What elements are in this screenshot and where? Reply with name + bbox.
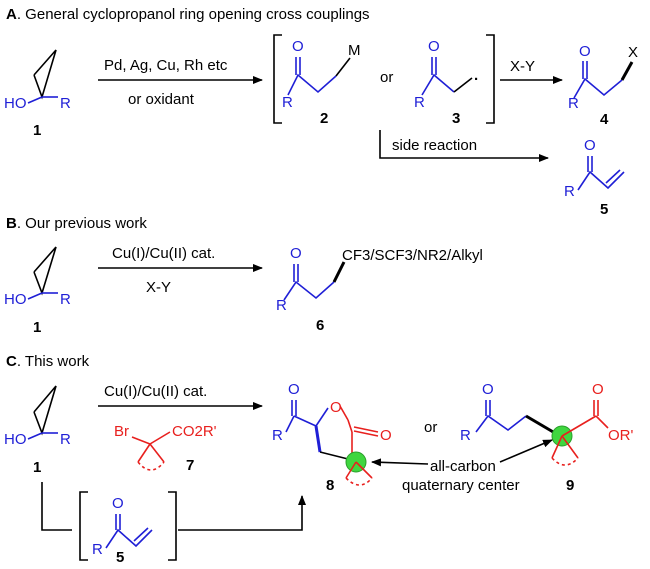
svg-text:R: R: [60, 291, 71, 308]
svg-text:R: R: [564, 183, 575, 200]
reagents-oxidant: or oxidant: [128, 91, 195, 108]
callout-arrow-right: [499, 439, 553, 463]
reagents-cu-b: Cu(I)/Cu(II) cat.: [112, 245, 215, 262]
section-c: C. This work HO R 1 Cu(I)/Cu(II) cat. Br…: [4, 353, 634, 566]
svg-text:O: O: [584, 137, 596, 154]
svg-text:O: O: [112, 495, 124, 512]
bracket-left-c: [79, 491, 88, 561]
svg-text:M: M: [348, 42, 361, 59]
bracket-right-c: [168, 491, 177, 561]
svg-text:R: R: [92, 541, 103, 558]
section-b: B. Our previous work HO R 1 Cu(I)/Cu(II)…: [4, 215, 483, 336]
or-label-c: or: [424, 419, 437, 436]
arrow-enone-to-8: [178, 495, 306, 531]
compound-number-2: 2: [320, 110, 328, 127]
compound-number-7: 7: [186, 457, 194, 474]
intermediate-2: O R M 2: [282, 38, 361, 127]
callout-all-carbon: all-carbon: [430, 458, 496, 475]
svg-text:Br: Br: [114, 423, 129, 440]
intermediate-3: O R · 3: [414, 38, 479, 127]
compound-number-6: 6: [316, 317, 324, 334]
compound-number-5: 5: [600, 201, 608, 218]
svg-text:O: O: [579, 43, 591, 60]
svg-text:O: O: [428, 38, 440, 55]
compound-number-9: 9: [566, 477, 574, 494]
svg-text:O: O: [290, 245, 302, 262]
svg-text:O: O: [292, 38, 304, 55]
cyclopropanol-1-a: HO R 1: [4, 49, 71, 139]
or-label-a: or: [380, 69, 393, 86]
svg-text:O: O: [592, 381, 604, 398]
ester-9: O R O OR' 9: [460, 381, 634, 494]
section-b-heading: B. Our previous work: [6, 215, 147, 232]
section-a-heading: A. General cyclopropanol ring opening cr…: [6, 6, 370, 23]
section-a: A. General cyclopropanol ring opening cr…: [4, 6, 638, 218]
enone-5-c: O R 5: [92, 495, 153, 566]
svg-text:CO2R': CO2R': [172, 423, 217, 440]
svg-text:R: R: [568, 95, 579, 112]
reagents-cu-c: Cu(I)/Cu(II) cat.: [104, 383, 207, 400]
cyclopropanol-1-b: HO R 1: [4, 246, 71, 336]
compound-number-5-c: 5: [116, 549, 124, 566]
compound-number-1-b: 1: [33, 319, 41, 336]
svg-text:R: R: [460, 427, 471, 444]
section-c-heading: C. This work: [6, 353, 90, 370]
callout-arrow-left: [371, 458, 429, 467]
reagent-xy-b: X-Y: [146, 279, 171, 296]
hydroxyl-label: HO: [4, 95, 27, 112]
r-group-label: R: [60, 95, 71, 112]
path-to-enone: [41, 482, 72, 531]
svg-text:R: R: [272, 427, 283, 444]
bracket-left-a: [273, 34, 282, 124]
svg-text:R: R: [60, 431, 71, 448]
lactone-8: O R O O 8: [272, 381, 392, 494]
compound-number-1: 1: [33, 122, 41, 139]
svg-text:O: O: [380, 427, 392, 444]
svg-text:HO: HO: [4, 431, 27, 448]
reagents-metals: Pd, Ag, Cu, Rh etc: [104, 57, 228, 74]
product-6: O R CF3/SCF3/NR2/Alkyl 6: [276, 245, 483, 334]
svg-text:R: R: [414, 94, 425, 111]
enone-5-a: O R 5: [564, 137, 625, 218]
bracket-right-a: [486, 34, 495, 124]
reagent-xy-a: X-Y: [510, 58, 535, 75]
compound-number-8: 8: [326, 477, 334, 494]
compound-number-3: 3: [452, 110, 460, 127]
svg-text:·: ·: [474, 71, 479, 88]
svg-text:R: R: [282, 94, 293, 111]
svg-text:X: X: [628, 44, 638, 61]
svg-text:OR': OR': [608, 427, 634, 444]
product-4: O R X 4: [568, 43, 638, 128]
svg-text:O: O: [288, 381, 300, 398]
callout-quaternary-center: quaternary center: [402, 477, 520, 494]
cyclopropanol-1-c: HO R 1: [4, 385, 71, 476]
reagent-7: Br CO2R' 7: [114, 423, 217, 474]
svg-text:HO: HO: [4, 291, 27, 308]
side-reaction-arrow: [379, 130, 549, 162]
svg-text:R: R: [276, 297, 287, 314]
svg-text:O: O: [330, 399, 342, 416]
compound-number-1-c: 1: [33, 459, 41, 476]
compound-number-4: 4: [600, 111, 609, 128]
side-reaction-label: side reaction: [392, 137, 477, 154]
svg-text:O: O: [482, 381, 494, 398]
product-group-label: CF3/SCF3/NR2/Alkyl: [342, 247, 483, 264]
